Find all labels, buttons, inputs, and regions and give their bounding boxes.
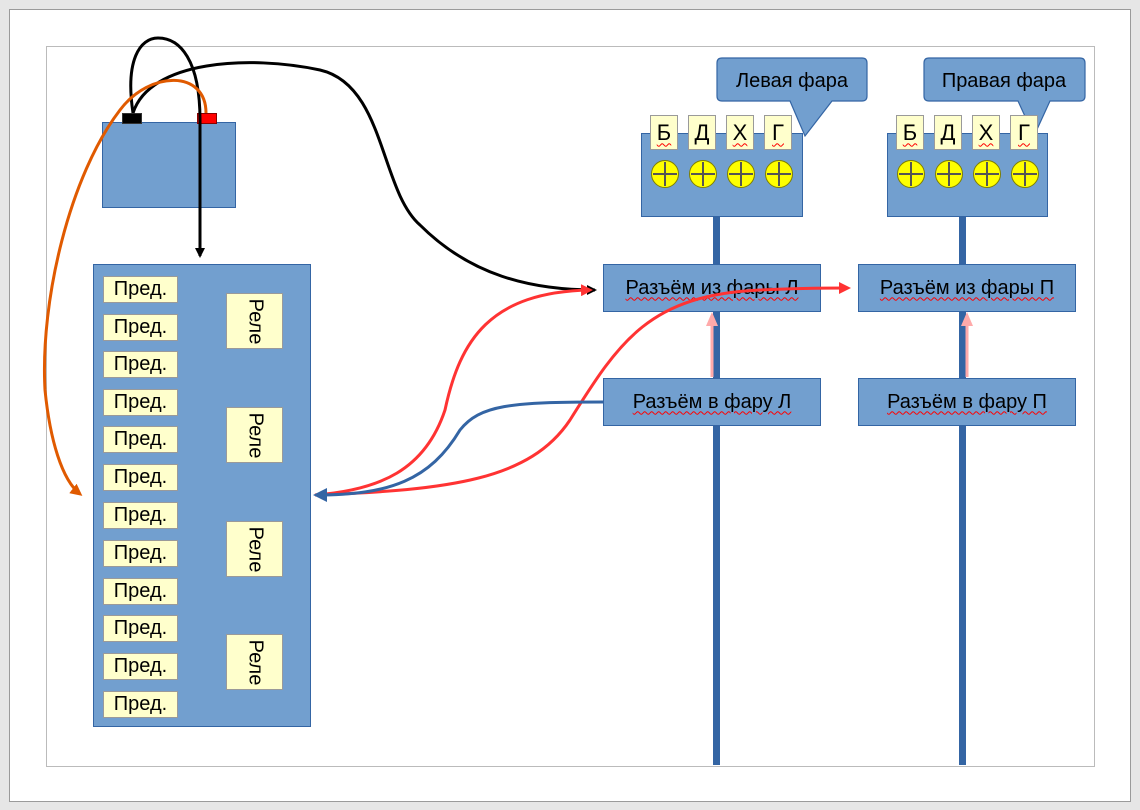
wire-battery-to-fusebox-black	[129, 36, 205, 258]
right-pin-label: Д	[934, 115, 962, 150]
left-headlight-callout: Левая фара	[716, 57, 868, 138]
relay-label: Реле	[226, 407, 283, 463]
connector-to-right-label: Разъём в фару П	[887, 390, 1047, 413]
connector-to-right-headlight: Разъём в фару П	[858, 378, 1076, 426]
connector-to-left-headlight: Разъём в фару Л	[603, 378, 821, 426]
wire-fusebox-to-right-connector-red	[314, 282, 851, 497]
relay-label: Реле	[226, 293, 283, 349]
battery	[102, 122, 236, 208]
left-terminal	[727, 160, 755, 188]
right-pin-label: Х	[972, 115, 1000, 150]
left-terminal	[651, 160, 679, 188]
fuse-label: Пред.	[103, 314, 178, 341]
connector-to-left-label: Разъём в фару Л	[632, 390, 792, 413]
right-terminal	[897, 160, 925, 188]
fuse-label: Пред.	[103, 351, 178, 378]
right-terminal	[973, 160, 1001, 188]
fuse-label: Пред.	[103, 691, 178, 718]
relay-label: Реле	[226, 521, 283, 577]
relay-label: Реле	[226, 634, 283, 690]
fuse-label: Пред.	[103, 426, 178, 453]
right-terminal	[935, 160, 963, 188]
left-terminal	[689, 160, 717, 188]
relay-text: Реле	[244, 526, 266, 572]
relay-text: Реле	[244, 639, 266, 685]
fuse-label: Пред.	[103, 540, 178, 567]
fuse-label: Пред.	[103, 578, 178, 605]
right-headlight-callout: Правая фара	[923, 57, 1086, 138]
right-terminal	[1011, 160, 1039, 188]
left-headlight-callout-text: Левая фара	[736, 70, 849, 92]
left-harness-bar	[713, 216, 720, 765]
left-pin-label: Д	[688, 115, 716, 150]
fuse-label: Пред.	[103, 389, 178, 416]
battery-negative-terminal	[122, 113, 142, 124]
fuse-label: Пред.	[103, 464, 178, 491]
battery-positive-terminal	[197, 113, 217, 124]
wire-left-connector-to-fusebox-blue	[313, 400, 604, 502]
right-pin-label: Г	[1010, 115, 1038, 150]
left-pin-label: Б	[650, 115, 678, 150]
left-pin-label: Г	[764, 115, 792, 150]
right-pin-label: Б	[896, 115, 924, 150]
left-terminal	[765, 160, 793, 188]
wire-battery-to-left-connector-black	[131, 61, 597, 295]
wire-fusebox-to-left-connector-red	[314, 284, 593, 497]
fuse-label: Пред.	[103, 653, 178, 680]
fuse-label: Пред.	[103, 615, 178, 642]
relay-text: Реле	[244, 298, 266, 344]
wire-battery-to-fusebox-orange	[42, 78, 208, 496]
relay-text: Реле	[244, 412, 266, 458]
connector-from-left-label: Разъём из фары Л	[625, 276, 799, 299]
connector-from-right-headlight: Разъём из фары П	[858, 264, 1076, 312]
right-headlight-callout-text: Правая фара	[942, 70, 1067, 92]
fuse-label: Пред.	[103, 276, 178, 303]
connector-from-right-label: Разъём из фары П	[879, 276, 1055, 299]
left-pin-label: Х	[726, 115, 754, 150]
fuse-label: Пред.	[103, 502, 178, 529]
right-harness-bar	[959, 216, 966, 765]
